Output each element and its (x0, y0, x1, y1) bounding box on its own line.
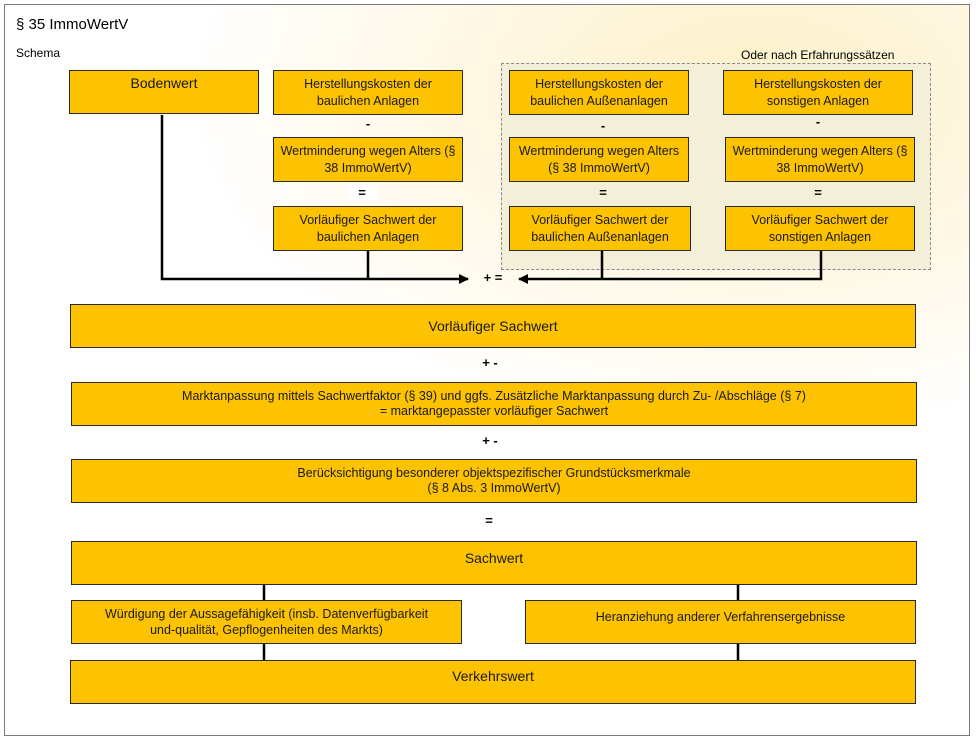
box-wertminderung-baulich: Wertminderung wegen Alters (§ 38 ImmoWer… (273, 137, 463, 182)
operator-plus-minus-2: + - (482, 433, 498, 448)
marktanpassung-line-1: Marktanpassung mittels Sachwertfaktor (§… (182, 389, 806, 403)
box-vorlaeufiger-sachwert-sonstig: Vorläufiger Sachwert der sonstigen Anlag… (725, 206, 915, 251)
line-bodenwert-to-sum (160, 115, 469, 284)
connector-lines (160, 115, 823, 660)
operator-plus-equals: + = (483, 270, 503, 285)
box-heranziehung: Heranziehung anderer Verfahrensergebniss… (525, 600, 916, 644)
box-vorlaeufiger-sachwert-baulich: Vorläufiger Sachwert der baulichen Anlag… (273, 206, 463, 251)
operator-equals-aussen: = (599, 185, 607, 200)
operator-equals-baulich: = (347, 185, 377, 200)
box-herstellungskosten-aussen: Herstellungskosten der baulichen Außenan… (509, 70, 689, 115)
box-herstellungskosten-baulich: Herstellungskosten der baulichen Anlagen (273, 70, 463, 115)
box-marktanpassung: Marktanpassung mittels Sachwertfaktor (§… (71, 382, 917, 426)
box-herstellungskosten-sonstig: Herstellungskosten der sonstigen Anlagen (723, 70, 913, 115)
operator-minus-aussen: - (600, 118, 606, 133)
marktanpassung-line-2: = marktangepasster vorläufiger Sachwert (379, 404, 609, 418)
operator-minus-sonstig: - (815, 114, 821, 129)
page-subtitle: Schema (16, 46, 61, 60)
line-right-to-sum (518, 251, 823, 284)
operator-equals-sachwert: = (485, 513, 493, 528)
box-wuerdigung: Würdigung der Aussagefähigkeit (insb. Da… (71, 600, 462, 644)
box-vorlaeufiger-sachwert-aussen: Vorläufiger Sachwert der baulichen Außen… (509, 206, 691, 251)
besondere-line-2: (§ 8 Abs. 3 ImmoWertV) (427, 481, 561, 495)
box-bodenwert: Bodenwert (69, 70, 259, 114)
operator-minus-baulich: - (365, 116, 371, 131)
box-besondere-merkmale: Berücksichtigung besonderer objektspezif… (71, 459, 917, 503)
operator-equals-sonstig: = (814, 185, 822, 200)
page-title: § 35 ImmoWertV (16, 16, 129, 33)
box-sachwert: Sachwert (71, 541, 917, 585)
diagram-frame: § 35 ImmoWertV Schema Oder nach Erfahrun… (4, 4, 970, 736)
besondere-line-1: Berücksichtigung besonderer objektspezif… (297, 466, 691, 480)
operator-plus-minus-1: + - (482, 355, 498, 370)
alternative-group-label: Oder nach Erfahrungssätzen (741, 48, 895, 62)
box-wertminderung-aussen: Wertminderung wegen Alters (§ 38 ImmoWer… (509, 137, 689, 182)
box-verkehrswert: Verkehrswert (70, 660, 916, 704)
box-vorlaeufiger-sachwert: Vorläufiger Sachwert (70, 304, 916, 348)
box-wertminderung-sonstig: Wertminderung wegen Alters (§ 38 ImmoWer… (725, 137, 915, 182)
